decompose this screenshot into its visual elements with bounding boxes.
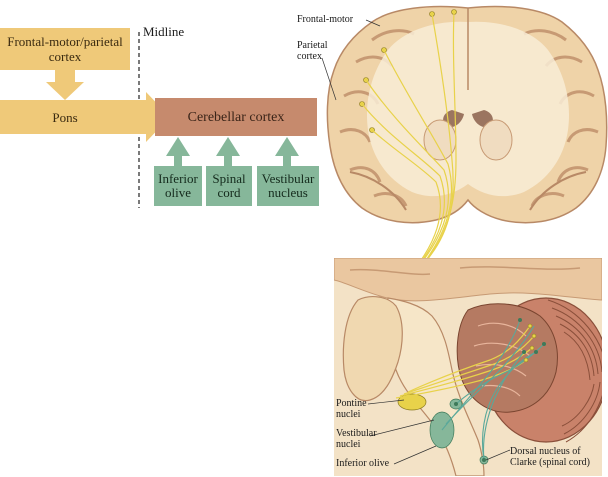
vestibular-nucleus-box: Vestibular nucleus [257,166,319,206]
frontal-parietal-box: Frontal-motor/parietal cortex [0,28,130,70]
pons-label: Pons [52,109,78,125]
frontal-parietal-label: Frontal-motor/parietal cortex [7,34,123,64]
midline-label: Midline [143,24,185,39]
cerebellar-cortex-box: Cerebellar cortex [155,98,317,136]
frontal-motor-label: Frontal-motor [297,14,354,25]
up-arrow-spinal [216,137,240,166]
pons-box: Pons [0,100,130,134]
spinal-cord-label: Spinal cord [212,171,246,200]
parietal-cortex-label: Parietal cortex [297,40,328,62]
spinal-cord-box: Spinal cord [206,166,252,206]
vestibular-nuclei-label: Vestibular nuclei [336,428,377,450]
inferior-olive-label: Inferior olive [158,171,198,200]
inferior-olive-label-brainstem: Inferior olive [336,458,390,469]
white-matter [366,21,570,197]
dorsal-nucleus-clarke-label: Dorsal nucleus of Clarke (spinal cord) [510,446,590,468]
vestibular-nucleus-label: Vestibular nucleus [261,171,315,200]
up-arrow-olive [166,137,190,166]
pons [342,296,403,402]
cerebellar-cortex-label: Cerebellar cortex [187,109,285,125]
right-arrow [130,92,170,142]
up-arrow-vestibular [275,137,299,166]
down-arrow [46,70,84,100]
inferior-olive-box: Inferior olive [154,166,202,206]
pontine-nuclei-label: Pontine nuclei [336,398,367,420]
